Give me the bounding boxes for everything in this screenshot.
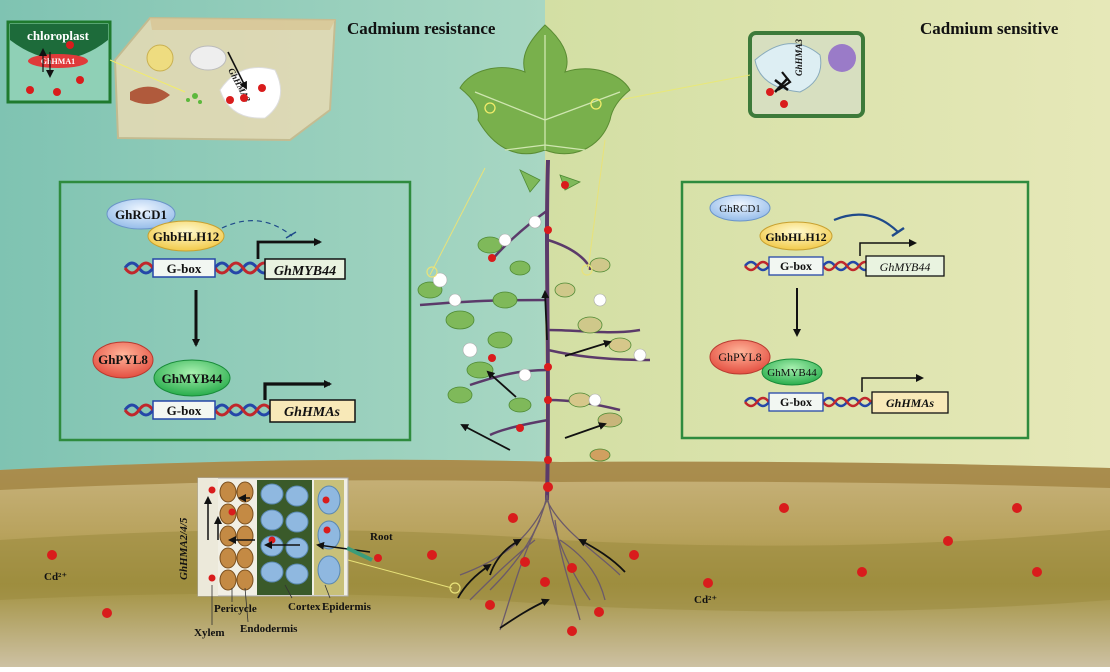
cd-ions-soil	[47, 503, 1042, 618]
ghhma3-label-sensitive: GhHMA3	[794, 38, 804, 76]
cotton-leaf	[459, 24, 631, 155]
title-sensitive: Cadmium sensitive	[920, 19, 1059, 38]
dna-strand-2-sensitive	[744, 396, 872, 408]
label-pericycle: Pericycle	[214, 603, 257, 615]
plant-cell-resistant: GhHMA3	[113, 16, 337, 142]
label-cortex: Cortex	[288, 601, 321, 613]
label-epidermis: Epidermis	[322, 601, 372, 613]
ghmyb44-protein-resistant: GhMYB44	[162, 371, 223, 386]
plant-cell-sensitive: GhHMA3	[748, 31, 865, 118]
ghhmas-gene-resistant: GhHMAs	[284, 405, 341, 420]
cd-ion-label-right: Cd²⁺	[694, 594, 717, 606]
root-arrows	[457, 539, 626, 629]
ghpyl8-sensitive: GhPYL8	[718, 350, 761, 364]
ghmyb44-protein-sensitive: GhMYB44	[767, 367, 817, 379]
cd-ion-label-left: Cd²⁺	[44, 571, 67, 583]
root-system	[459, 494, 621, 631]
ghhmas-gene-sensitive: GhHMAs	[886, 396, 934, 410]
dna-strand-1-sensitive	[744, 260, 872, 272]
root-cross-section: GhHMA2/4/5	[178, 477, 461, 625]
ghbhlh12-sensitive: GhbHLH12	[765, 230, 826, 244]
dna-strand-1-resistant	[123, 261, 273, 275]
ghhma-root-transporter-label: GhHMA2/4/5	[178, 517, 190, 580]
dna-strand-2-resistant	[123, 403, 273, 417]
soil-surface	[0, 459, 1110, 490]
ghrcd1-sensitive: GhRCD1	[719, 203, 761, 215]
chloroplast-inset: chloroplast GhHMA1	[6, 20, 112, 104]
ghpyl8-resistant: GhPYL8	[98, 352, 148, 367]
ghmyb44-gene-sensitive: GhMYB44	[880, 260, 931, 274]
gbox-2-resistant: G-box	[167, 403, 202, 418]
resistant-pathway-box: GhRCD1 GhbHLH12 G-box GhMYB44 GhPYL8 GhM…	[58, 180, 412, 442]
ghrcd1-resistant: GhRCD1	[115, 207, 167, 222]
label-xylem: Xylem	[194, 627, 225, 639]
chloroplast-label: chloroplast	[27, 28, 90, 43]
gbox-1-resistant: G-box	[167, 261, 202, 276]
ghhma1-label: GhHMA1	[41, 57, 75, 66]
ghbhlh12-resistant: GhbHLH12	[153, 229, 219, 244]
cotton-plant	[417, 159, 651, 501]
ghmyb44-gene-resistant: GhMYB44	[274, 264, 336, 279]
gbox-1-sensitive: G-box	[780, 259, 812, 273]
sensitive-pathway-box: GhRCD1 GhbHLH12 G-box GhMYB44 GhPYL8 GhM…	[680, 180, 1030, 440]
title-resistant: Cadmium resistance	[347, 19, 496, 38]
gbox-2-sensitive: G-box	[780, 395, 812, 409]
label-root: Root	[370, 531, 393, 543]
cd-ions-root	[427, 513, 639, 636]
label-endodermis: Endodermis	[240, 623, 298, 635]
